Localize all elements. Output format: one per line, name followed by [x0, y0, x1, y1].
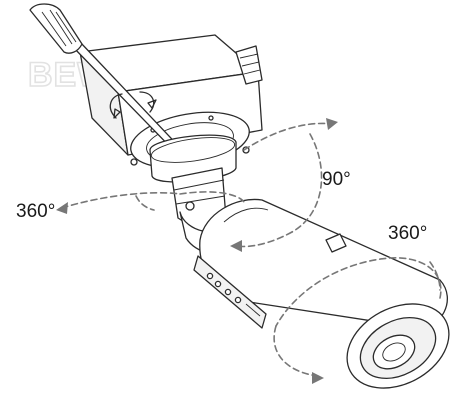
screwdriver: [29, 3, 192, 162]
rotate-360-label: 360°: [388, 223, 427, 244]
pan-360-label: 360°: [16, 201, 55, 222]
camera-body: [193, 198, 448, 329]
swivel-joint: [149, 134, 237, 255]
pan-360-arrow: [56, 191, 245, 214]
tilt-90-arrow: [230, 118, 338, 252]
tilt-90-label: 90°: [322, 169, 351, 190]
rotate-360-arrow: [273, 257, 442, 384]
camera-lens: [346, 303, 450, 389]
